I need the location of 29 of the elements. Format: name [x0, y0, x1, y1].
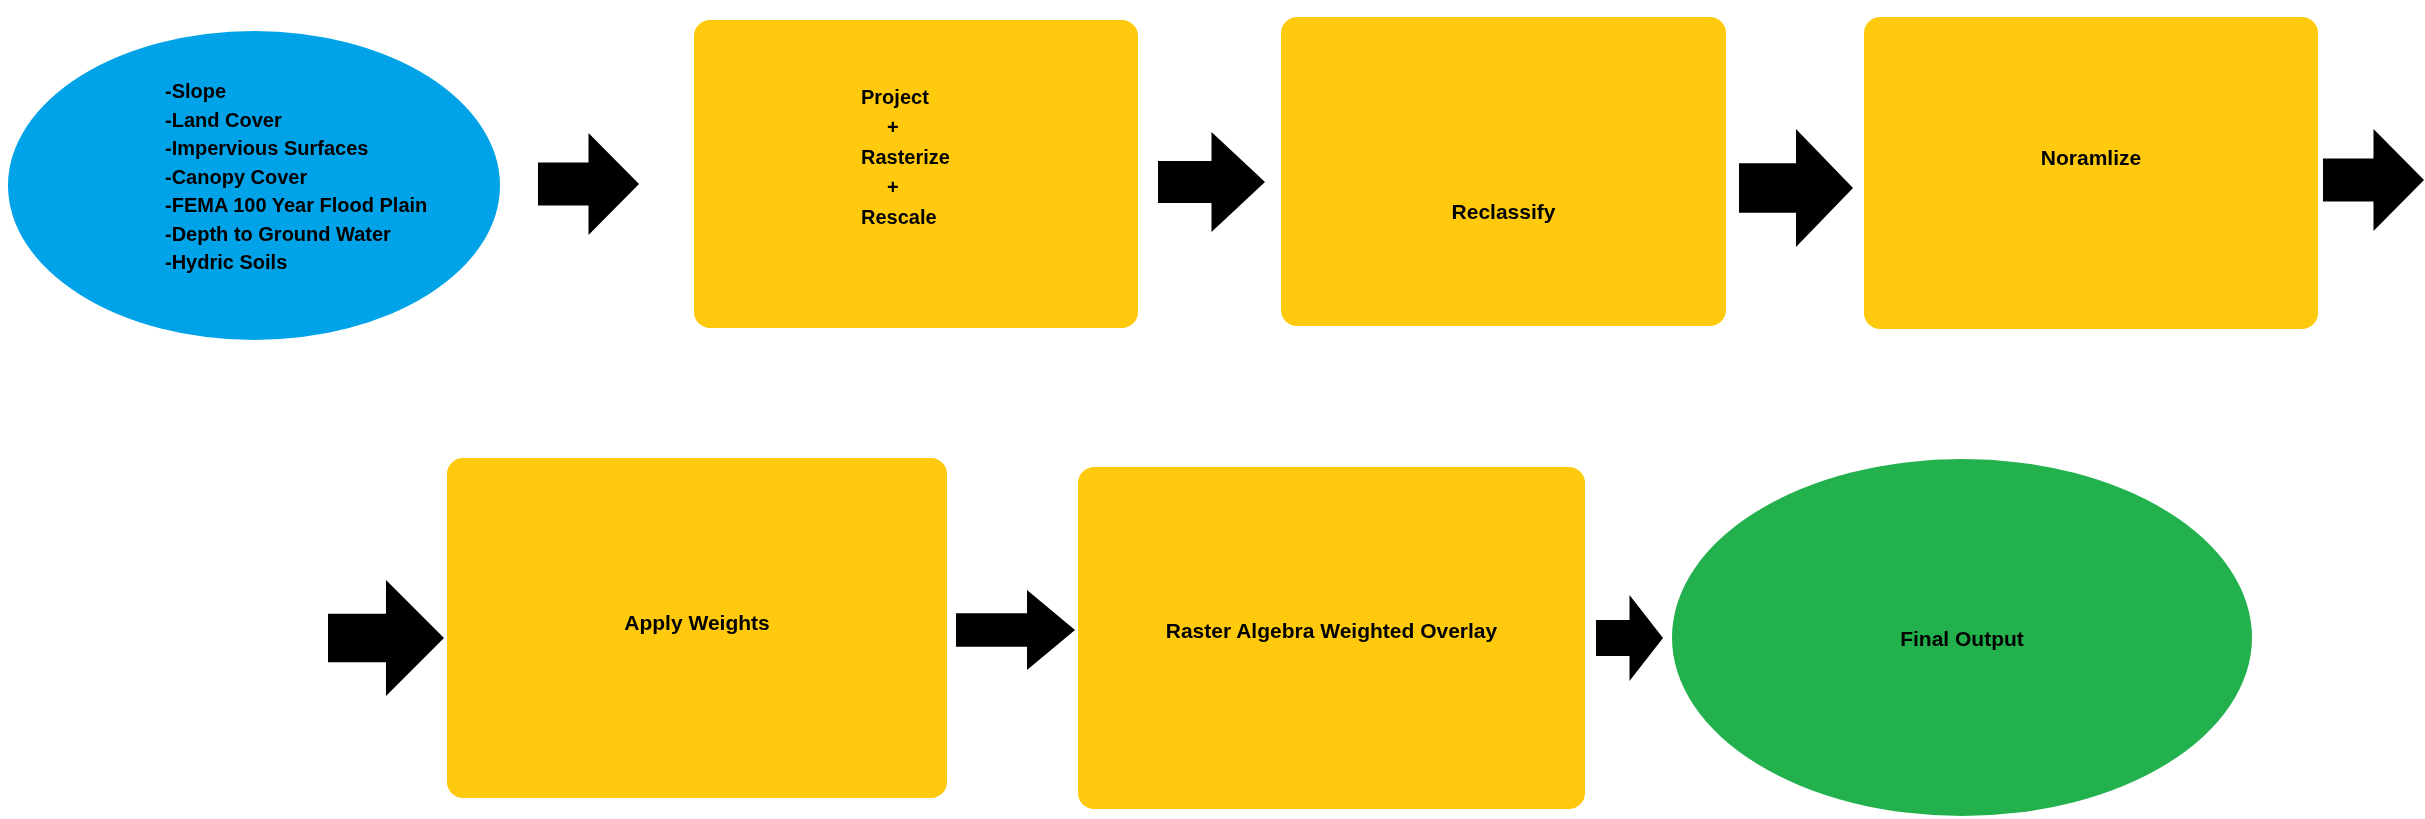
node-label: Apply Weights	[623, 611, 771, 635]
node-label: Reclassify	[1450, 200, 1557, 224]
list-item: -Slope	[165, 79, 227, 104]
list-item: -Canopy Cover	[165, 164, 308, 190]
block-arrow	[2323, 129, 2424, 231]
process-box	[694, 20, 1138, 328]
block-arrow	[1596, 595, 1663, 681]
node-label: Noramlize	[2039, 146, 2143, 170]
list-item: -Hydric Soils	[165, 250, 288, 275]
list-item: Rasterize	[861, 145, 950, 170]
process-box	[447, 458, 947, 798]
list-item: +	[886, 175, 899, 200]
block-arrow	[1739, 129, 1853, 247]
list-item: Project	[861, 85, 929, 110]
process-box	[1078, 467, 1585, 809]
block-arrow	[1158, 132, 1265, 232]
list-item: -Land Cover	[165, 107, 282, 133]
list-item: -Depth to Ground Water	[165, 221, 391, 247]
node-label: Raster Algebra Weighted Overlay	[1164, 619, 1499, 643]
block-arrow	[538, 133, 639, 235]
list-item: -Impervious Surfaces	[165, 136, 369, 161]
node-label: Final Output	[1899, 627, 2025, 651]
list-item: -FEMA 100 Year Flood Plain	[165, 193, 428, 218]
process-box	[1281, 17, 1726, 326]
block-arrow	[328, 580, 444, 696]
block-arrow	[956, 590, 1075, 670]
list-item: +	[886, 115, 899, 140]
process-box	[1864, 17, 2318, 329]
list-item: Rescale	[861, 205, 937, 230]
